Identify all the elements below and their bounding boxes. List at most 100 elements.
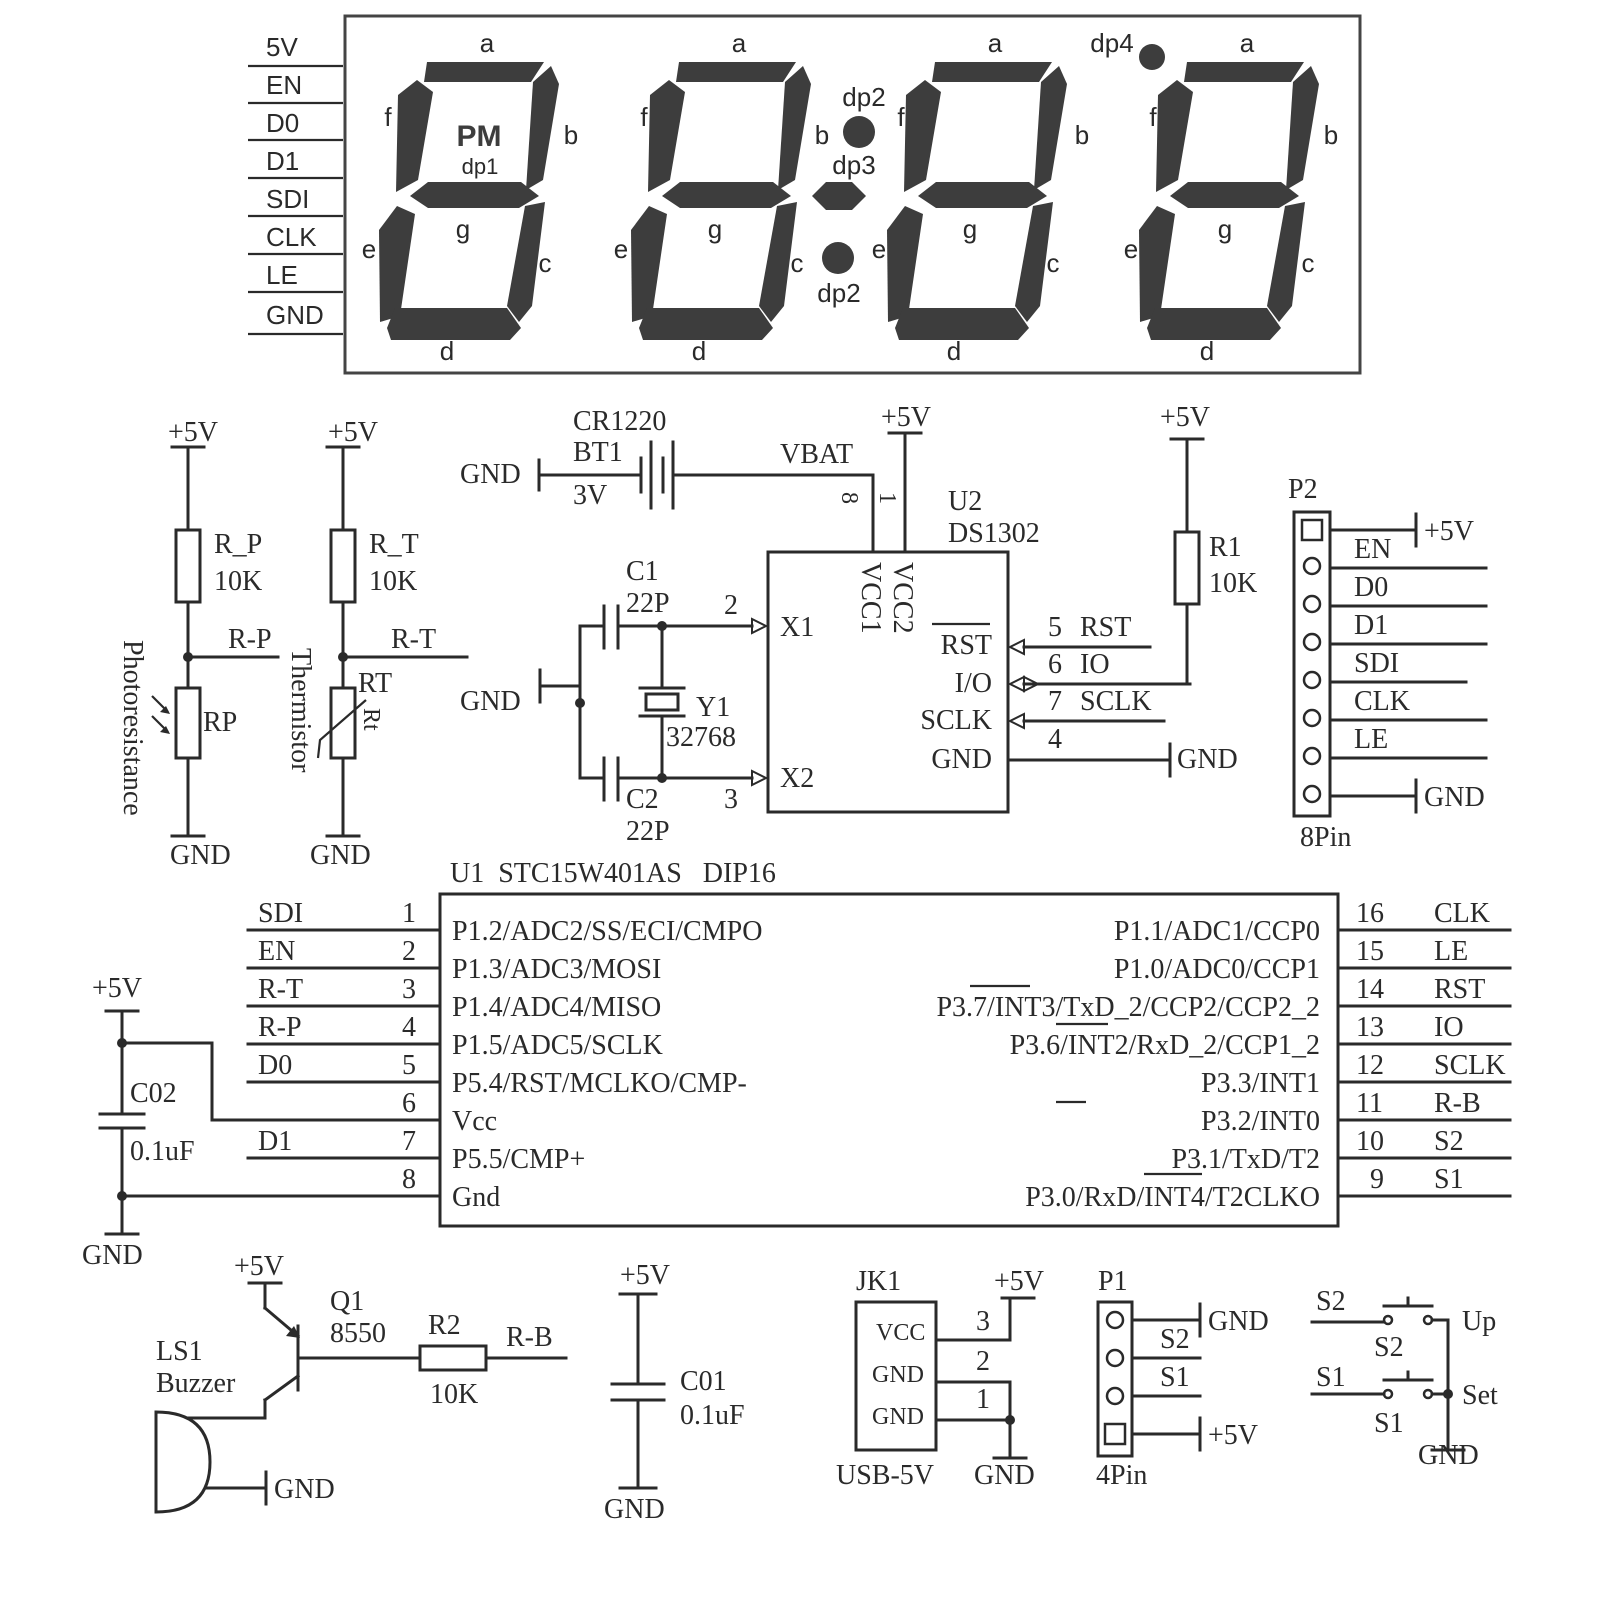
usb-caption: USB-5V	[836, 1460, 934, 1491]
pin-number: 3	[402, 974, 416, 1005]
p2-ref: P2	[1288, 474, 1318, 505]
pin-number: 6	[1048, 649, 1062, 680]
seg-a-label: a	[732, 28, 747, 58]
gnd-label: GND	[170, 840, 231, 871]
mcu-title: U1 STC15W401AS DIP16	[450, 858, 776, 889]
c1-ref: C1	[626, 556, 659, 587]
mcu-pin-name: P5.5/CMP+	[452, 1144, 585, 1175]
r-t-value: 10K	[369, 566, 417, 597]
digit-3: a f b g e c d	[872, 28, 1089, 366]
dp2-label: dp2	[817, 278, 860, 308]
pin-sclk: SCLK	[920, 705, 992, 736]
p1-header: P1 GND S2 S1 +5V 4Pin	[1096, 1266, 1269, 1491]
mcu-net-label: SDI	[258, 898, 303, 929]
buzzer-driver: +5V Q1 8550 R2 10K R-B GND LS1 Buzzer	[154, 1251, 568, 1514]
p1-pin-label: +5V	[1208, 1420, 1258, 1451]
c02-value: 0.1uF	[130, 1136, 195, 1167]
r-p-name: R_P	[214, 529, 262, 560]
seg-g-label: g	[1218, 214, 1232, 244]
active-low-overbars	[970, 984, 1202, 1176]
rp-part: RP	[203, 707, 237, 738]
seg-b-label: b	[564, 120, 578, 150]
mcu-pin-name: Vcc	[452, 1106, 497, 1137]
seg-c-label: c	[539, 248, 552, 278]
mcu-pin-name: P3.6/INT2/RxD_2/CCP1_2	[1010, 1030, 1320, 1061]
mcu-right-pin-lines	[1336, 928, 1512, 1198]
digit-4: a f b g e c d	[1124, 28, 1338, 366]
vcc-label: +5V	[168, 417, 218, 448]
vcc-label: +5V	[234, 1251, 284, 1282]
seg-a-label: a	[988, 28, 1003, 58]
mcu-pin-name: P1.2/ADC2/SS/ECI/CMPO	[452, 916, 762, 947]
display-pin-label: GND	[266, 300, 324, 330]
ds1302-chip	[766, 550, 1010, 814]
mcu-pin-name: P3.7/INT3/TxD_2/CCP2/CCP2_2	[936, 992, 1320, 1023]
thermistor-rt	[329, 686, 357, 760]
p2-pin-label: GND	[1424, 782, 1485, 813]
seg-g-label: g	[456, 214, 470, 244]
pin-number: 2	[976, 1346, 990, 1377]
mcu-pin-name: P1.3/ADC3/MOSI	[452, 954, 661, 985]
seg-e-label: e	[614, 234, 628, 264]
vcc-label: +5V	[620, 1260, 670, 1291]
mcu-net-label: RST	[1434, 974, 1485, 1005]
display-pin-label: CLK	[266, 222, 317, 252]
usb-pin-gnd: GND	[872, 1404, 924, 1430]
net-sclk: SCLK	[1080, 686, 1152, 717]
seg-a-label: a	[480, 28, 495, 58]
p1-ref: P1	[1098, 1266, 1128, 1297]
display-pin-lines	[248, 64, 343, 336]
pin-number: 7	[402, 1126, 416, 1157]
mcu-net-label: EN	[258, 936, 295, 967]
seg-g-label: g	[708, 214, 722, 244]
vbat-label: VBAT	[780, 439, 853, 470]
pm-label: PM	[457, 120, 502, 153]
p2-header: P2 +5V EN D0 D1 SDI CLK LE GND 8Pin	[1288, 474, 1488, 853]
pin-number: 8	[836, 492, 862, 504]
photoresistor-rp	[174, 686, 202, 760]
mcu-net-label: D0	[258, 1050, 292, 1081]
mcu-net-label: R-P	[258, 1012, 302, 1043]
dp4-dot	[1139, 44, 1165, 70]
mcu-pin-name: P1.0/ADC0/CCP1	[1114, 954, 1320, 985]
mcu-net-label: R-B	[1434, 1088, 1481, 1119]
seven-segment-display: 5V EN D0 D1 SDI CLK LE GND PM dp1 a f b …	[248, 14, 1362, 375]
mcu-net-label: R-T	[258, 974, 303, 1005]
battery-bt1	[639, 440, 675, 510]
seg-c-label: c	[791, 248, 804, 278]
seg-d-label: d	[947, 336, 961, 366]
mcu-pin-name: P3.2/INT0	[1201, 1106, 1320, 1137]
pin-number: 14	[1356, 974, 1384, 1005]
pin-number: 13	[1356, 1012, 1384, 1043]
y1-value: 32768	[666, 722, 736, 753]
usb-pin-vcc: VCC	[876, 1320, 925, 1346]
mcu-pin-name: Gnd	[452, 1182, 500, 1213]
pin-number: 15	[1356, 936, 1384, 967]
pin-gnd: GND	[931, 744, 992, 775]
q1-ref: Q1	[330, 1286, 364, 1317]
pin-number: 11	[1356, 1088, 1383, 1119]
dp2-label: dp2	[842, 82, 885, 112]
pin-number: 5	[1048, 612, 1062, 643]
r1-ref: R1	[1209, 532, 1242, 563]
p1-pin-label: S1	[1160, 1362, 1190, 1393]
pin-number: 1	[402, 898, 416, 929]
c01-ref: C01	[680, 1366, 727, 1397]
pin-rst: RST	[941, 630, 992, 661]
seg-f-label: f	[640, 102, 648, 132]
battery-type: CR1220	[573, 406, 666, 437]
usb-pin-gnd: GND	[872, 1362, 924, 1388]
s2-func: Up	[1462, 1306, 1496, 1337]
mcu-pin-name: P3.0/RxD/INT4/T2CLKO	[1025, 1182, 1320, 1213]
s1-net: S1	[1316, 1362, 1346, 1393]
mcu-net-label: IO	[1434, 1012, 1464, 1043]
seg-c-label: c	[1302, 248, 1315, 278]
p1-pin-label: GND	[1208, 1306, 1269, 1337]
p1-footprint: 4Pin	[1096, 1460, 1147, 1491]
crystal-y1	[644, 692, 680, 712]
gnd-label: GND	[460, 459, 521, 490]
seg-d-label: d	[692, 336, 706, 366]
r-t-name: R_T	[369, 529, 419, 560]
u2-ref: U2	[948, 486, 982, 517]
mcu-pin-name: P5.4/RST/MCLKO/CMP-	[452, 1068, 747, 1099]
